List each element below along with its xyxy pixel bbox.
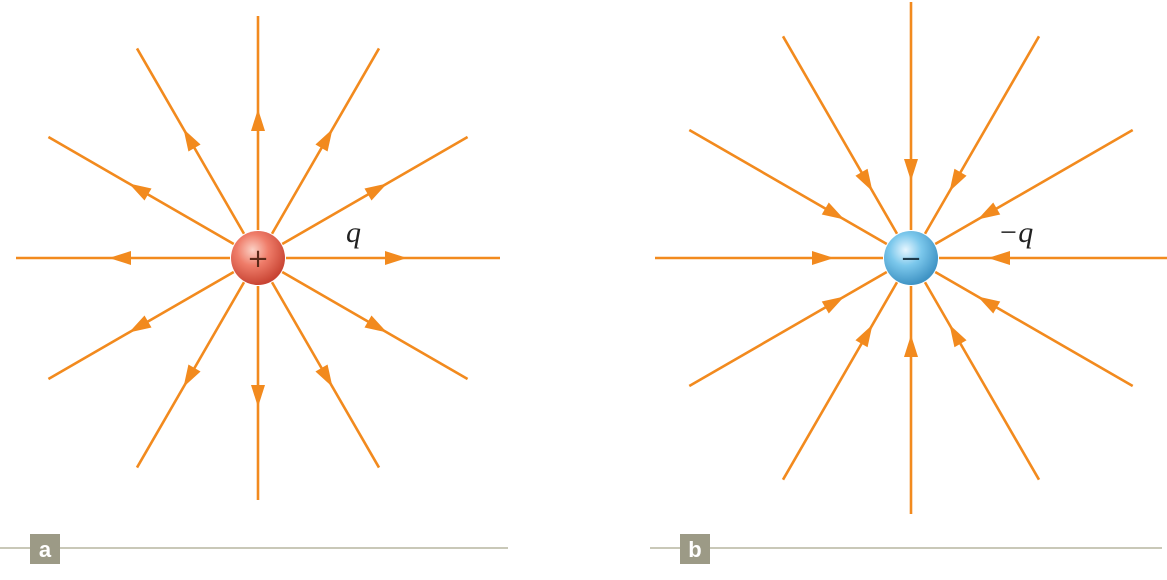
field-arrow [904,335,918,357]
panel-b-tag [680,534,710,564]
field-line [934,270,1134,388]
panel-a-tag [30,534,60,564]
field-line [923,281,1041,481]
field-arrow [812,251,834,265]
field-arrow [128,183,152,201]
field-arrow [949,168,967,192]
field-arrow [364,315,388,333]
panel-a-label: a [39,537,52,562]
negative-charge-symbol: − [900,244,922,274]
field-line [923,35,1041,235]
field-line [781,281,899,481]
field-arrow [128,315,152,333]
field-line [934,128,1134,246]
field-arrow [904,159,918,181]
field-arrow [977,296,1001,314]
field-arrow [821,202,845,220]
panel-b: − −q b [650,2,1167,564]
field-lines-b [655,2,1167,514]
field-lines-a [16,16,500,500]
field-arrow [183,364,201,388]
field-line [688,270,888,388]
field-arrow [977,202,1001,220]
field-arrow [855,324,873,348]
field-line [781,35,899,235]
charge-label-a: q [346,216,361,249]
panel-a: + q a [0,16,508,564]
field-arrow [251,109,265,131]
field-arrow [315,364,333,388]
charge-label-b: −q [998,216,1033,249]
field-arrow [821,296,845,314]
field-line [688,128,888,246]
positive-charge-symbol: + [247,244,269,274]
field-arrow [949,324,967,348]
field-arrow [183,128,201,152]
field-arrow [109,251,131,265]
field-arrow [385,251,407,265]
positive-charge [231,231,285,285]
field-arrow [364,183,388,201]
field-arrow [251,385,265,407]
negative-charge [884,231,938,285]
field-arrow [315,128,333,152]
field-arrow [855,168,873,192]
field-arrow [988,251,1010,265]
panel-b-label: b [688,537,701,562]
